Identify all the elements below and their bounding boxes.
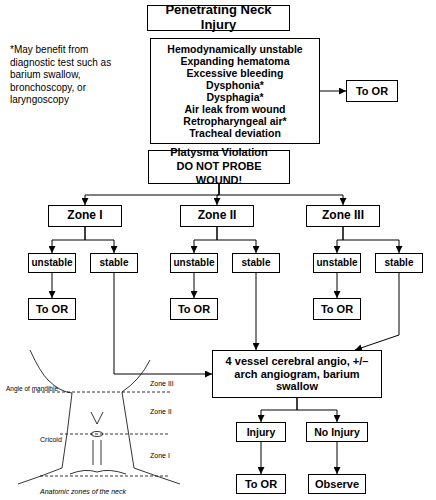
outcome-box: To OR	[236, 474, 286, 494]
node-text: Retropharyngeal air*	[183, 115, 286, 127]
flow-arrow	[114, 273, 212, 374]
node-text: Penetrating Neck Injury	[151, 3, 286, 33]
node-text: To OR	[245, 478, 277, 491]
zone-label: Zone III	[150, 380, 174, 388]
status-box: stable	[232, 253, 280, 273]
node-text: Zone I	[67, 209, 102, 223]
flow-arrow	[217, 227, 256, 253]
node-text: unstable	[31, 257, 72, 269]
node-text: To OR	[321, 303, 353, 316]
flow-arrow	[320, 91, 346, 92]
flow-arrow	[256, 273, 257, 350]
flow-arrow	[85, 227, 114, 253]
flow-arrow	[194, 273, 195, 298]
zone-boundary	[60, 434, 170, 435]
zone-label: Zone I	[150, 452, 170, 460]
node-text: Zone III	[322, 209, 364, 223]
flow-arrow	[261, 442, 262, 474]
test-box: 4 vessel cerebral angio, +/– arch angiog…	[212, 350, 382, 398]
node-text: To OR	[356, 85, 388, 98]
status-box: unstable	[313, 253, 361, 273]
node-text: Hemodynamically unstable	[167, 43, 302, 55]
node-text: 4 vessel cerebral angio, +/– arch angiog…	[216, 355, 378, 393]
node-text: No Injury	[314, 426, 360, 438]
node-text: Injury	[247, 426, 276, 438]
node-text: Expanding hematoma	[180, 55, 289, 67]
outcome-box: To OR	[346, 80, 398, 102]
title-box: Penetrating Neck Injury	[147, 5, 290, 31]
flow-arrow	[355, 273, 399, 350]
zone-label: Zone II	[150, 408, 172, 416]
node-text: Excessive bleeding	[187, 67, 284, 79]
criteria-box: Hemodynamically unstableExpanding hemato…	[150, 38, 320, 144]
instruction-box: Platysma ViolationDO NOT PROBE WOUND!	[148, 150, 290, 184]
outcome-box: To OR	[170, 298, 218, 320]
status-box: unstable	[170, 253, 218, 273]
outcome-box: To OR	[28, 298, 76, 320]
note-text: *May benefit from diagnostic test such a…	[10, 44, 135, 107]
flow-arrow	[337, 227, 343, 253]
outcome-box: To OR	[313, 298, 361, 320]
outcome-box: Observe	[308, 474, 366, 494]
flow-arrow	[261, 398, 297, 422]
flow-arrow	[85, 184, 219, 205]
node-text: Tracheal deviation	[189, 127, 281, 139]
status-box: stable	[375, 253, 423, 273]
flow-arrow	[52, 273, 53, 298]
zone-box: Zone II	[180, 205, 254, 227]
thyroid-cartilage	[91, 412, 103, 424]
jaw-outline	[122, 360, 150, 392]
flow-arrow	[337, 273, 338, 298]
node-text: To OR	[36, 303, 68, 316]
status-box: stable	[90, 253, 138, 273]
flow-arrow	[343, 227, 399, 253]
node-text: Air leak from wound	[185, 103, 286, 115]
node-text: unstable	[173, 257, 214, 269]
flow-arrow	[194, 227, 217, 253]
neck-outline	[62, 393, 72, 468]
flow-arrow	[297, 398, 337, 422]
node-text: stable	[100, 257, 129, 269]
node-text: stable	[242, 257, 271, 269]
node-text: Platysma Violation	[170, 146, 268, 160]
outcome-box: Injury	[236, 422, 286, 442]
zone-box: Zone III	[306, 205, 380, 227]
figure-caption-label: Anatomic zones of the neck	[40, 488, 126, 496]
node-text: DO NOT PROBE WOUND!	[152, 160, 286, 188]
zone-boundary	[40, 476, 170, 477]
status-box: unstable	[28, 253, 76, 273]
clavicle-outline	[70, 470, 126, 474]
anatomy-label: Angle of mandible	[6, 385, 58, 392]
node-text: Dysphonia*	[206, 79, 264, 91]
outcome-box: No Injury	[306, 422, 368, 442]
trachea-outline	[93, 440, 101, 465]
node-text: To OR	[178, 303, 210, 316]
node-text: unstable	[316, 257, 357, 269]
node-text: Dysphagia*	[206, 91, 263, 103]
node-text: Observe	[315, 478, 359, 491]
flow-arrow	[52, 227, 85, 253]
anatomy-label: Cricoid	[40, 436, 62, 444]
node-text: Zone II	[198, 209, 237, 223]
flow-arrow	[337, 442, 338, 474]
neck-outline	[122, 392, 134, 468]
zone-box: Zone I	[48, 205, 122, 227]
node-text: stable	[385, 257, 414, 269]
flow-arrow	[219, 184, 343, 205]
